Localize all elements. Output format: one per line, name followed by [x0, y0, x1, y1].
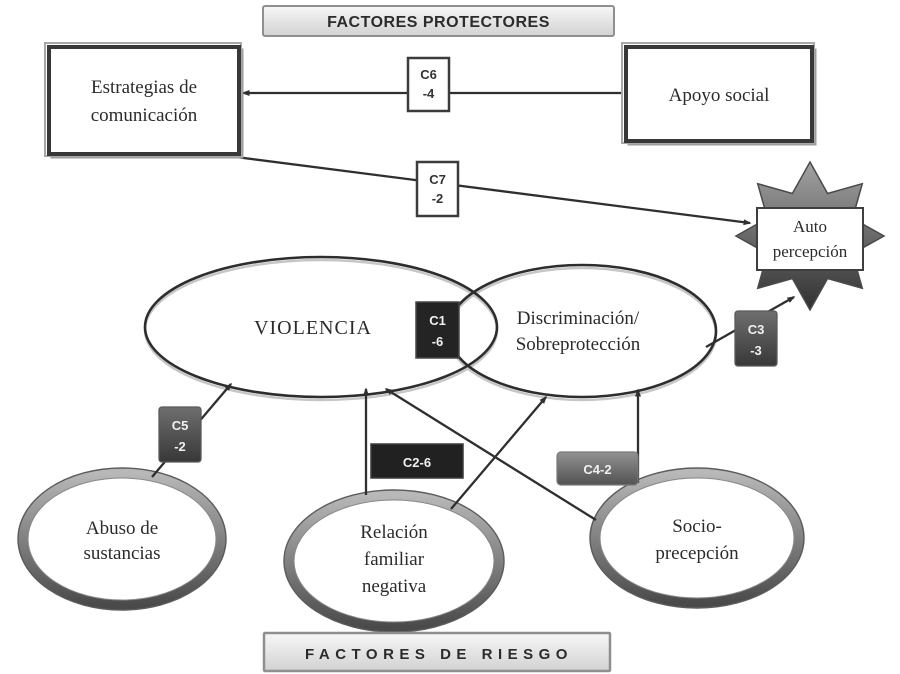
- coef-c5-line2: -2: [174, 439, 186, 454]
- coef-c4-label: C4-2: [583, 462, 611, 477]
- arrow-relacion-to-discriminacion: [450, 395, 547, 510]
- violencia-label: VIOLENCIA: [254, 317, 372, 339]
- banner-riesgo: FACTORES DE RIESGO: [262, 631, 612, 673]
- discriminacion-ellipse: [448, 265, 716, 397]
- coef-c3-box: C3 -3: [734, 310, 778, 367]
- coef-c4-box: C4-2: [556, 451, 639, 486]
- relacion-ellipse: [283, 489, 505, 633]
- coef-c5-line1: C5: [172, 418, 189, 433]
- banner-protectores: FACTORES PROTECTORES: [262, 5, 615, 37]
- coef-c2-box: C2-6: [370, 443, 464, 479]
- autopercepcion-label-box: Auto percepción: [756, 207, 864, 271]
- relacion-label-line2: familiar: [364, 549, 425, 570]
- relacion-label-line1: Relación: [360, 522, 428, 543]
- arrow-socio-to-violencia: [384, 388, 597, 521]
- coef-c3-line1: C3: [748, 322, 765, 337]
- apoyo-label: Apoyo social: [669, 85, 770, 106]
- socio-label-line1: Socio-: [672, 516, 722, 537]
- coef-c5-box: C5 -2: [158, 406, 202, 463]
- arrow-estrategias-to-autopercepcion: [204, 151, 752, 226]
- coef-c7-box: C7 -2: [415, 160, 460, 218]
- coef-c6-line2: -4: [423, 86, 435, 101]
- coef-c6-box: C6 -4: [406, 56, 451, 113]
- estrategias-label-line2: comunicación: [91, 105, 198, 126]
- coef-c1-line1: C1: [429, 313, 446, 328]
- coef-c2-label: C2-6: [403, 455, 431, 470]
- autopercepcion-label-line1: Auto: [793, 217, 827, 236]
- coef-c6-line1: C6: [420, 67, 437, 82]
- coef-c7-line2: -2: [432, 191, 444, 206]
- discriminacion-label-line2: Sobreprotección: [516, 334, 641, 355]
- socio-label-line2: precepción: [655, 543, 739, 564]
- apoyo-box: Apoyo social: [621, 42, 817, 146]
- violencia-ellipse-outline: [143, 255, 499, 399]
- abuso-label-line1: Abuso de: [86, 518, 158, 539]
- abuso-ellipse: [17, 467, 227, 611]
- banner-protectores-label: FACTORES PROTECTORES: [327, 14, 550, 31]
- coef-c1-line2: -6: [432, 334, 444, 349]
- coef-c3-line2: -3: [750, 343, 762, 358]
- coef-c1-box: C1 -6: [415, 301, 460, 359]
- estrategias-box: Estrategias de comunicación: [44, 42, 244, 159]
- violencia-ellipse: [145, 257, 497, 397]
- abuso-label-line2: sustancias: [83, 543, 160, 564]
- coef-c7-line1: C7: [429, 172, 446, 187]
- socio-ellipse: [589, 467, 805, 609]
- discriminacion-label-line1: Discriminación/: [517, 308, 640, 329]
- relacion-label-line3: negativa: [362, 576, 427, 597]
- banner-riesgo-label: FACTORES DE RIESGO: [305, 646, 573, 663]
- autopercepcion-label-line2: percepción: [773, 242, 848, 261]
- estrategias-label-line1: Estrategias de: [91, 77, 197, 98]
